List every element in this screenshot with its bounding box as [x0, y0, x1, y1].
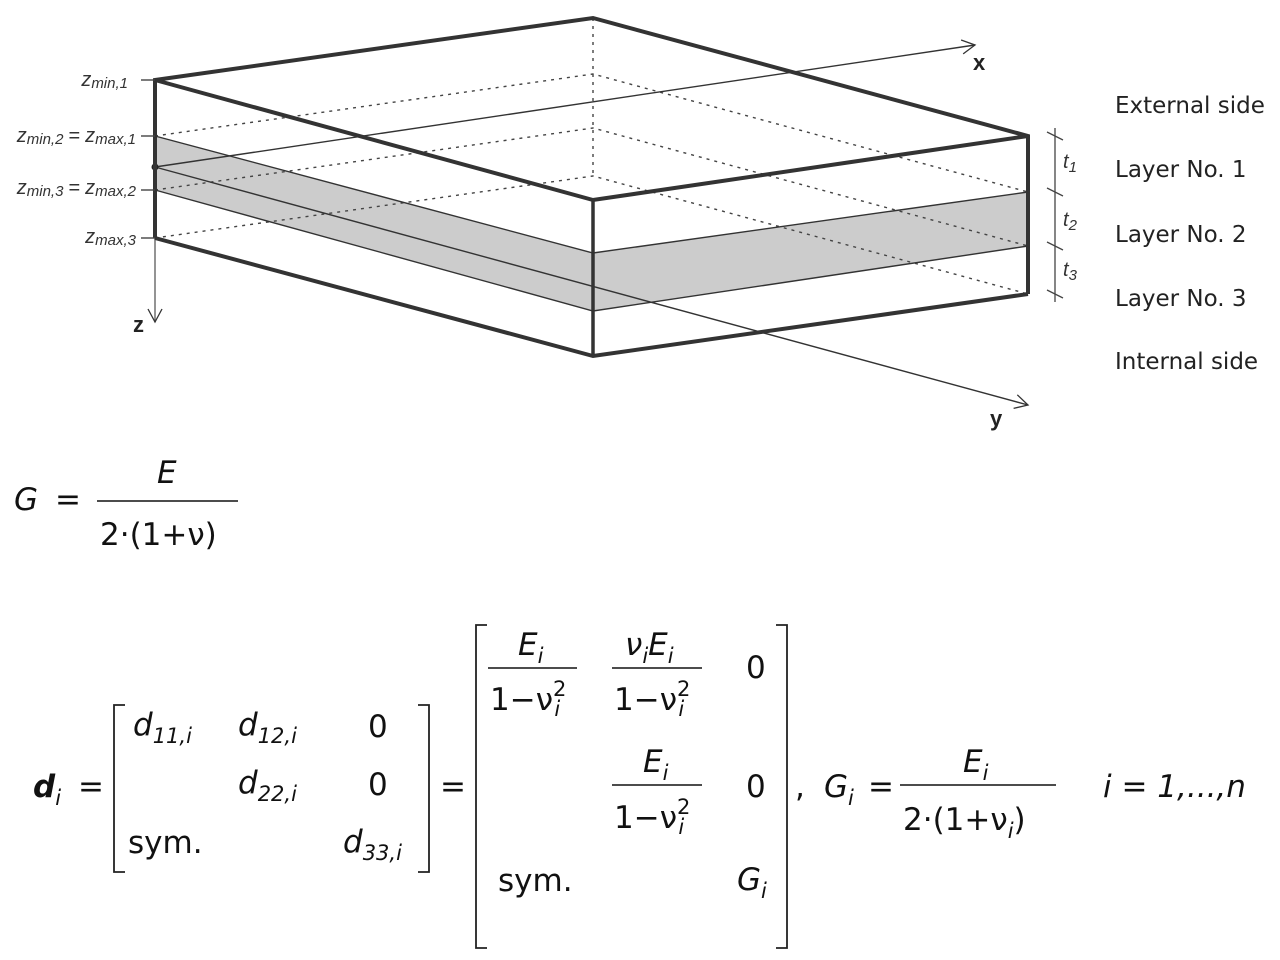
- svg-text:0: 0: [368, 767, 388, 803]
- layer-2-label: Layer No. 2: [1115, 222, 1247, 248]
- svg-text:Ei: Ei: [963, 744, 989, 785]
- svg-text:Ei: Ei: [643, 744, 669, 785]
- svg-text:0: 0: [368, 709, 388, 745]
- layer-1-label: Layer No. 1: [1115, 157, 1247, 183]
- svg-text:1−ν2i: 1−ν2i: [614, 677, 690, 721]
- svg-text:G: G: [14, 482, 38, 518]
- thickness-dimension: [1046, 128, 1064, 302]
- svg-text:Gi: Gi: [737, 862, 767, 903]
- svg-text:=: =: [78, 769, 104, 805]
- x-axis-label: x: [973, 50, 986, 75]
- t3-label: t3: [1063, 259, 1078, 284]
- t2-label: t2: [1063, 209, 1078, 234]
- label-zmin2-zmax1: zmin,2=zmax,1: [16, 125, 136, 148]
- svg-text:,: ,: [795, 769, 805, 805]
- label-zmax3: zmax,3: [84, 226, 137, 249]
- svg-text:d33,i: d33,i: [343, 824, 402, 865]
- svg-text:di: di: [33, 769, 61, 810]
- svg-text:i = 1,...,n: i = 1,...,n: [1103, 769, 1246, 805]
- level-ticks: [141, 79, 155, 239]
- stiffness-matrix-equation: di = d11,i d12,i 0 d22,i 0 sym. d33,i = …: [33, 624, 1246, 949]
- svg-text:sym.: sym.: [128, 825, 203, 861]
- layer-3-label: Layer No. 3: [1115, 286, 1247, 312]
- svg-text:=: =: [55, 482, 81, 518]
- svg-text:2·(1+ν): 2·(1+ν): [100, 517, 217, 553]
- z-axis-label: z: [133, 312, 144, 337]
- svg-text:2·(1+νi): 2·(1+νi): [903, 802, 1026, 843]
- svg-text:1−ν2i: 1−ν2i: [490, 677, 566, 721]
- svg-text:sym.: sym.: [498, 863, 573, 899]
- svg-text:=: =: [440, 769, 466, 805]
- svg-text:d12,i: d12,i: [238, 707, 297, 748]
- svg-text:νiEi: νiEi: [625, 627, 674, 668]
- t1-label: t1: [1063, 151, 1077, 176]
- svg-text:0: 0: [746, 650, 766, 686]
- x-axis: [154, 39, 977, 168]
- svg-text:1−ν2i: 1−ν2i: [614, 795, 690, 839]
- layer-2-left-face: [155, 136, 593, 311]
- svg-text:=: =: [868, 769, 894, 805]
- external-side-label: External side: [1115, 93, 1265, 119]
- internal-side-label: Internal side: [1115, 349, 1258, 375]
- layer-2-front-face: [593, 192, 1028, 311]
- svg-text:0: 0: [746, 769, 766, 805]
- svg-text:E: E: [157, 455, 177, 491]
- hidden-edges: [154, 18, 1029, 295]
- svg-text:Ei: Ei: [518, 627, 544, 668]
- plate-box: [153, 15, 1030, 359]
- svg-text:d22,i: d22,i: [238, 765, 297, 806]
- svg-text:d11,i: d11,i: [133, 707, 192, 748]
- svg-text:Gi: Gi: [824, 769, 854, 810]
- label-zmin1: zmin,1: [80, 69, 128, 92]
- label-zmin3-zmax2: zmin,3=zmax,2: [16, 177, 137, 200]
- y-axis-label: y: [990, 406, 1003, 431]
- shear-modulus-equation: G = E 2·(1+ν): [14, 455, 238, 553]
